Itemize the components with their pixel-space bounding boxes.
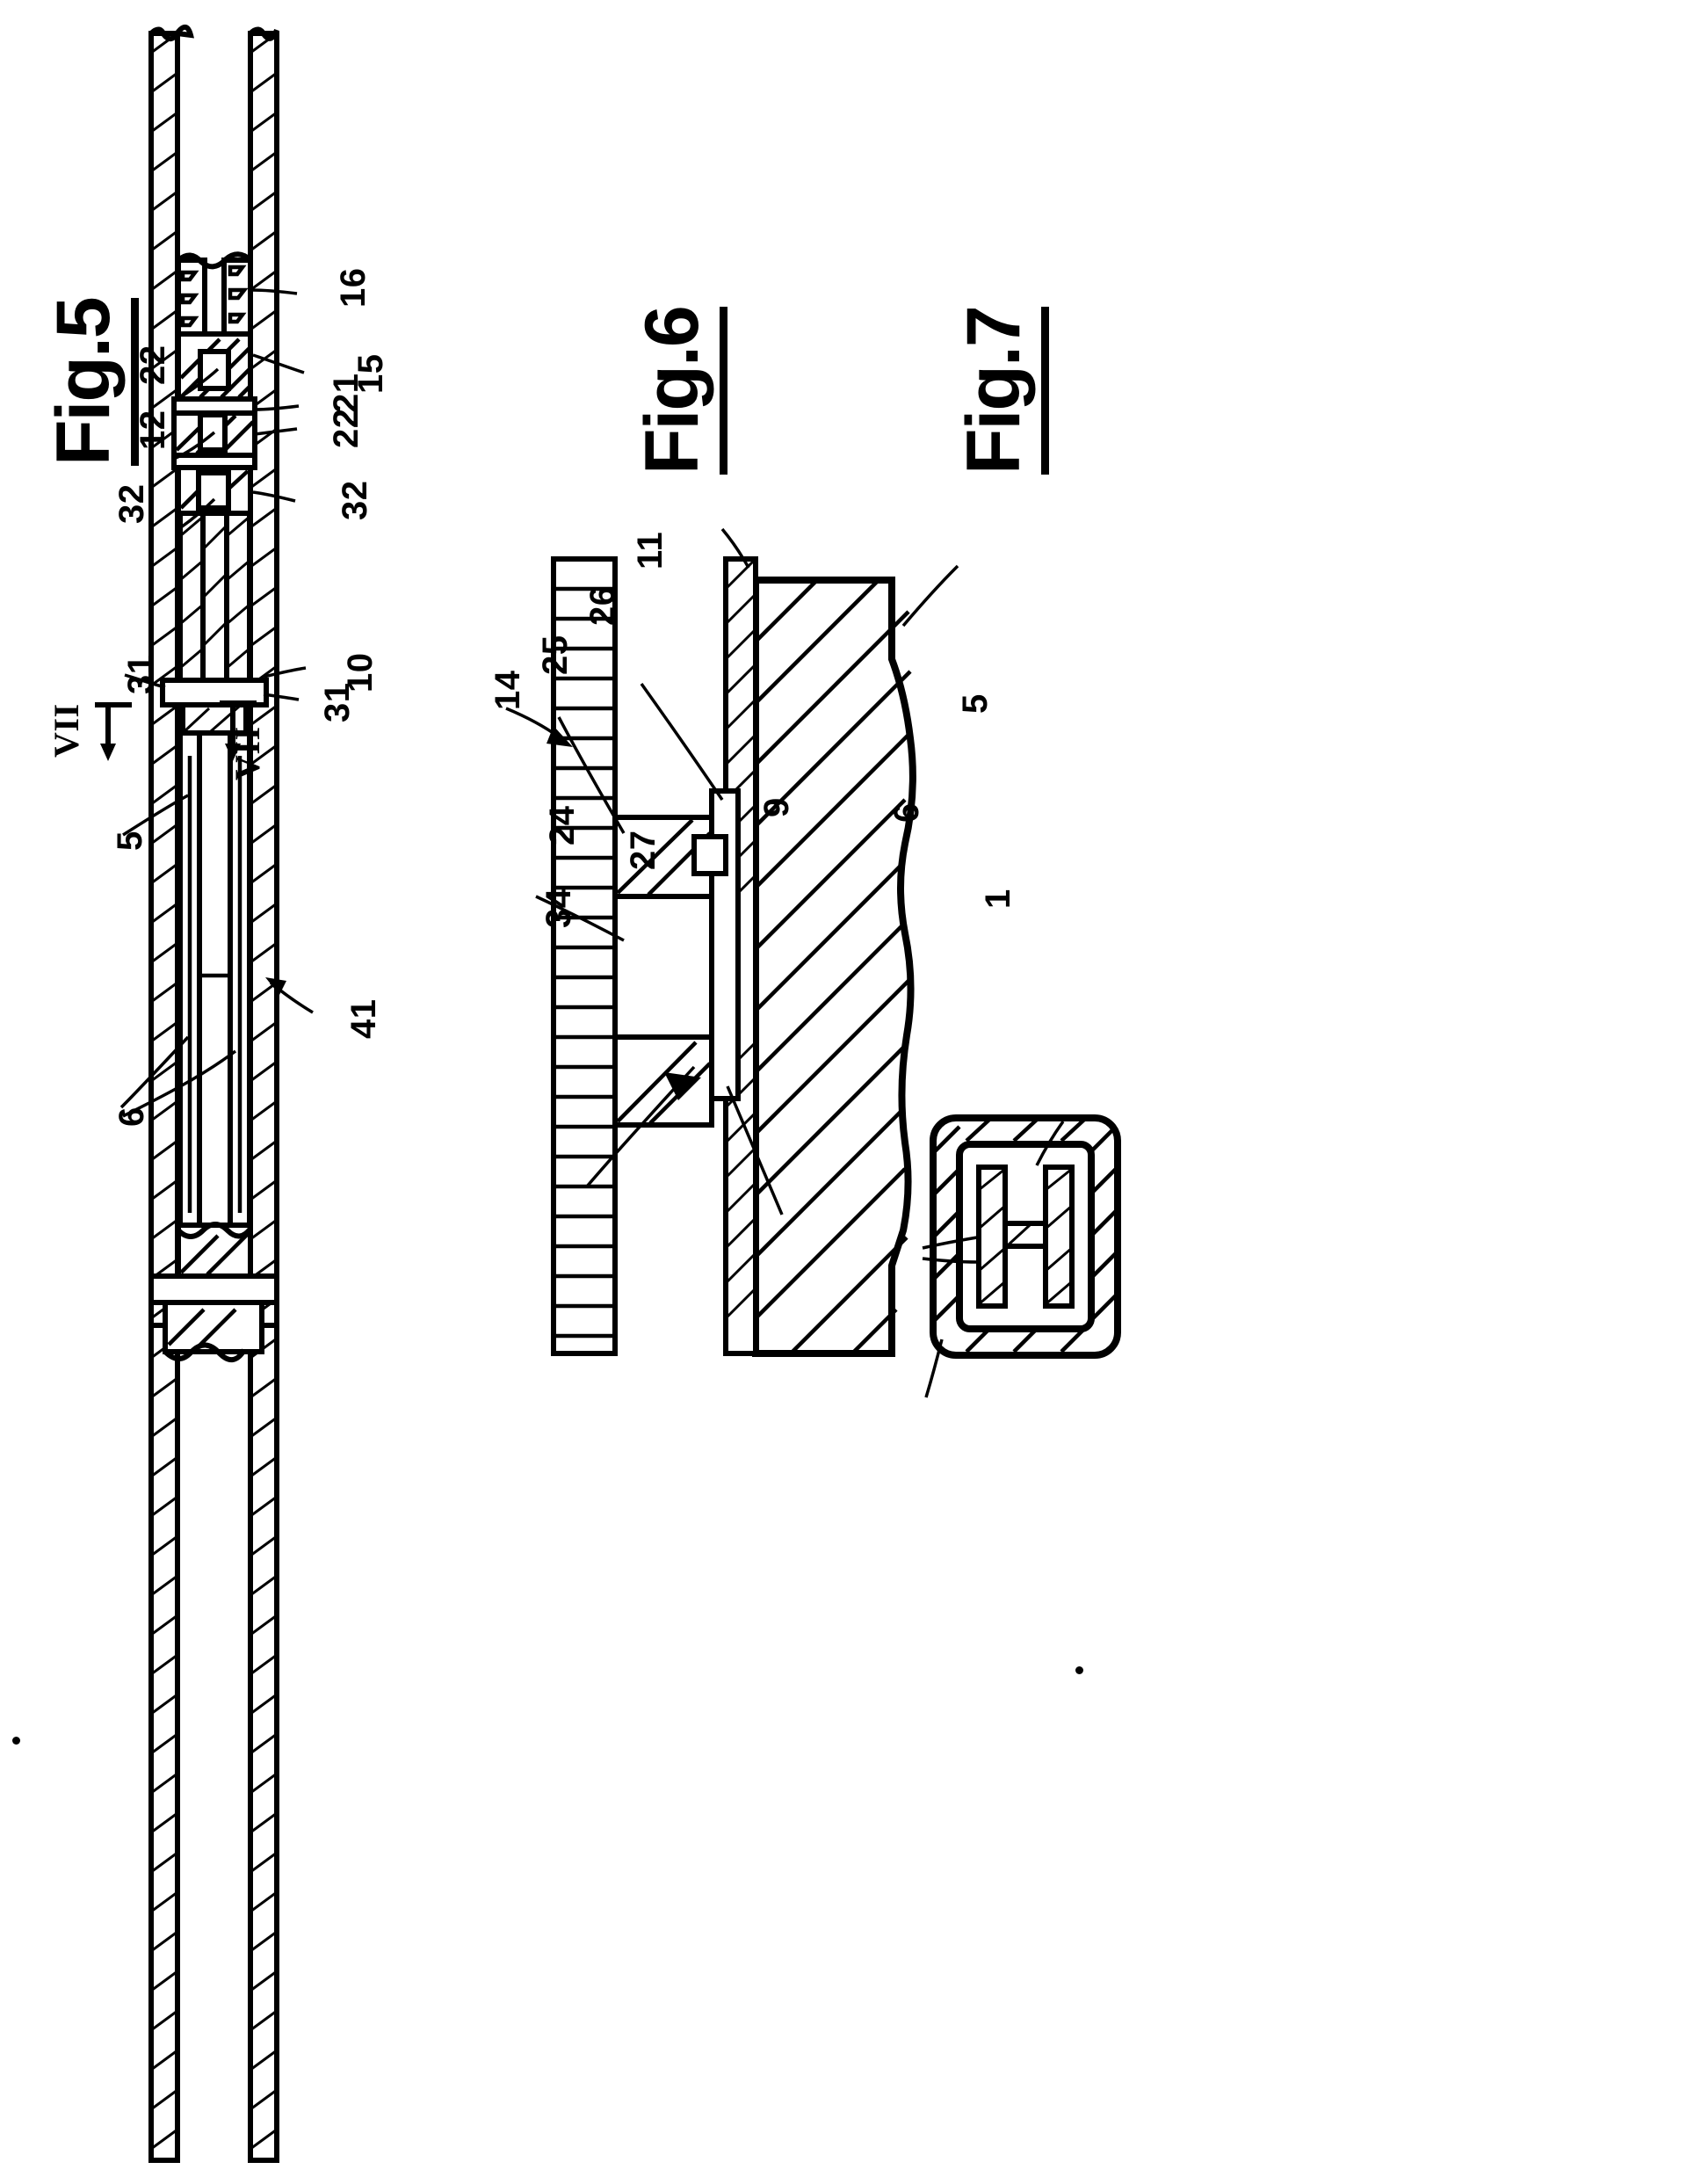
fig5-ref-31-a: 31 [121,654,160,695]
fig6-ref-25: 25 [536,635,575,676]
fig7-caption: Fig.7 [951,307,1049,475]
sheet-artifact-dot-left [12,1737,20,1745]
sheet-artifact-dot [1075,1666,1083,1674]
fig6-ref-27: 27 [624,830,662,871]
fig6-hatched-body [752,577,916,1357]
fig6-ref-14: 14 [489,670,527,711]
fig6-drawing [505,527,959,1357]
fig6-ref-34: 34 [539,888,578,929]
fig5-hatch-left [150,32,178,2151]
fig7-ref-1: 1 [979,889,1017,909]
fig5-ref-16: 16 [334,267,373,308]
fig6-caption: Fig.6 [629,307,727,475]
fig5-ref-22-b: 22 [327,408,366,449]
fig5-ref-10: 10 [341,652,380,693]
fig5-ref-32-b: 32 [336,480,374,521]
fig7-ref-5: 5 [956,693,995,714]
fig5-ref-5: 5 [111,831,149,851]
fig5-drawing [95,24,314,2163]
fig5-ref-41: 41 [344,998,383,1040]
fig6-ref-9: 9 [757,797,796,817]
fig5-ref-12: 12 [134,410,172,451]
fig7-insert-left-flange [976,1165,1008,1309]
fig6-ref-11: 11 [631,531,670,570]
fig6-hatch-body [754,578,912,1355]
fig6-ref-26: 26 [583,585,622,627]
fig5-section-mark-vii-lower: VII [228,726,267,780]
fig5-caption: Fig.5 [40,298,139,466]
fig5-ref-6: 6 [112,1107,151,1127]
fig7-insert-right-flange [1043,1165,1075,1309]
fig5-ref-21: 21 [327,373,366,414]
fig7-hatch-insert [978,1167,1073,1306]
fig7-ref-6: 6 [887,802,926,823]
fig5-ref-32-a: 32 [112,483,151,525]
fig6-ref-24: 24 [543,805,582,846]
fig5-ref-22-a: 22 [134,345,172,386]
fig5-section-mark-vii-upper: VII [47,703,86,758]
fig7-hatch-wall [933,1118,1118,1353]
fig7-drawing [922,1114,1121,1398]
